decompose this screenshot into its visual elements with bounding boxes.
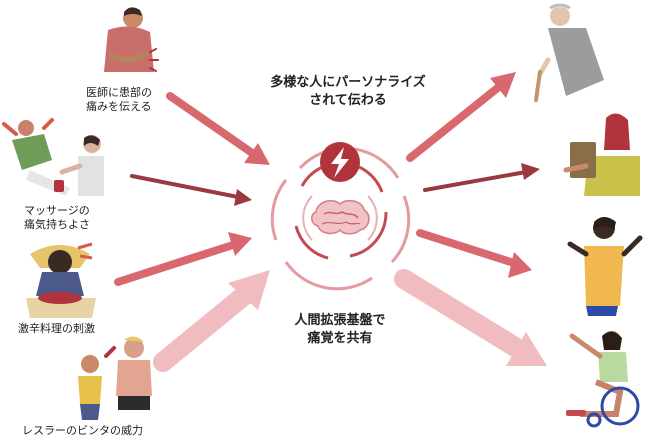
arrow-to-cheering-person [416,229,532,278]
input-label-spicy-food: 激辛料理の刺激 [18,322,95,336]
arrow-to-reader [423,163,540,192]
input-label-spicy-food-line1: 激辛料理の刺激 [18,322,95,335]
arrow-from-spicy-food [114,232,252,286]
input-label-wrestler-line1: レスラーのビンタの威力 [22,424,143,437]
output-caption-line2: されて伝わる [309,93,387,108]
arrow-from-wrestler [153,270,270,372]
input-label-doctor-line2: 痛みを伝える [86,100,152,113]
arrow-to-wheelchair-user [394,269,547,366]
input-label-doctor-line1: 医師に患部の [86,86,152,99]
center-caption-line2: 痛覚を共有 [307,331,373,346]
output-caption: 多様な人にパーソナライズ されて伝わる [248,74,448,110]
arrow-from-massage [130,174,252,206]
input-label-wrestler: レスラーのビンタの威力 [22,424,143,438]
center-caption-line1: 人間拡張基盤で [294,313,386,328]
output-caption-line1: 多様な人にパーソナライズ [270,75,426,90]
pain-sharing-hub [270,146,411,291]
arrow-from-doctor [166,92,270,165]
input-label-massage-line2: 痛気持ちよさ [24,218,90,231]
input-label-massage: マッサージの 痛気持ちよさ [24,204,90,232]
input-label-massage-line1: マッサージの [24,204,90,217]
input-label-doctor: 医師に患部の 痛みを伝える [86,86,152,114]
brain-icon [311,199,370,235]
center-caption: 人間拡張基盤で 痛覚を共有 [280,312,400,348]
arrow-to-elderly [406,72,516,162]
